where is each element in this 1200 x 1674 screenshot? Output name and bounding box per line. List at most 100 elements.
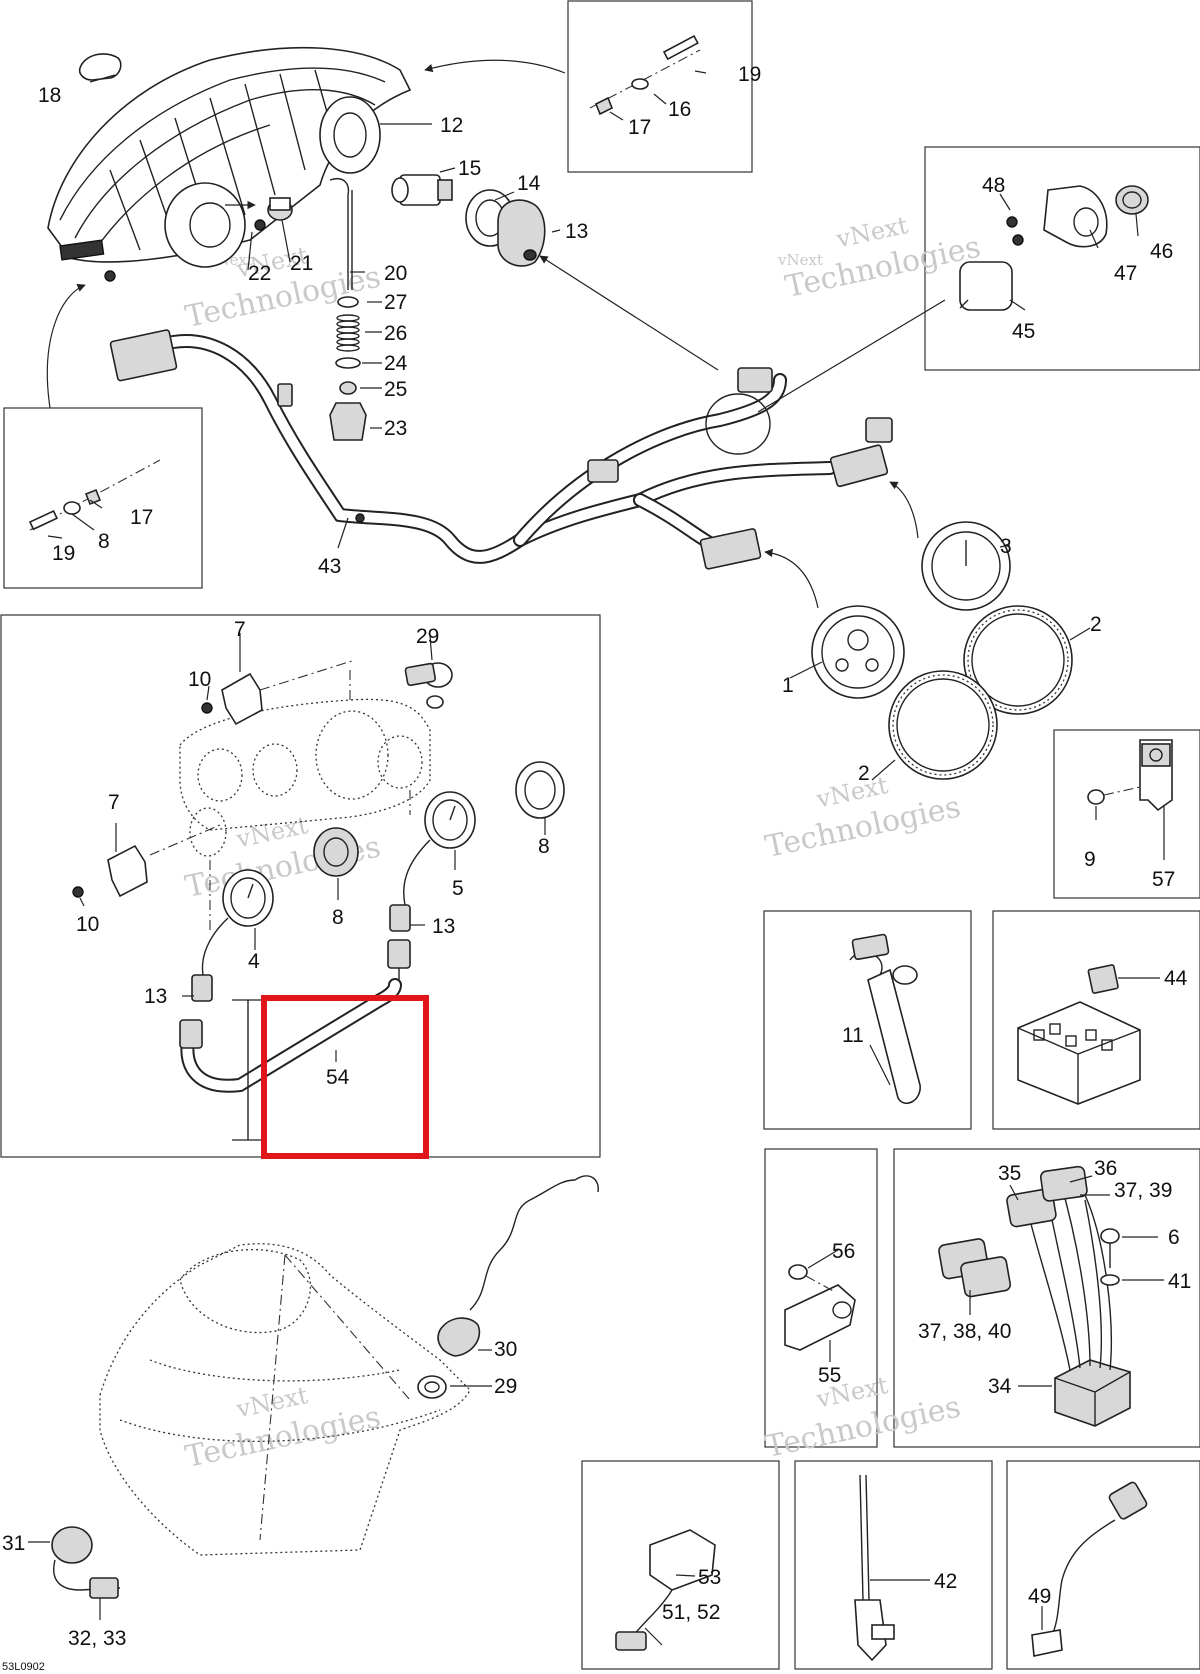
callout-48: 48: [982, 174, 1005, 197]
nut-10-lower: [72, 886, 84, 898]
callout-18: 18: [38, 84, 61, 107]
callout-2: 2: [858, 762, 870, 785]
callout-16: 16: [668, 98, 691, 121]
callout-43: 43: [318, 555, 341, 578]
connector-36: [1039, 1165, 1088, 1202]
callout-7: 7: [108, 791, 120, 814]
inset-box-probe-42: [794, 1460, 993, 1670]
callout-45: 45: [1012, 320, 1035, 343]
watermark: vNext Technologies: [762, 1371, 963, 1465]
callout-23: 23: [384, 417, 407, 440]
callout-2: 2: [1090, 613, 1102, 636]
callout-29: 29: [416, 625, 439, 648]
callout-19: 19: [738, 63, 761, 86]
callout-8: 8: [98, 530, 110, 553]
callout-25: 25: [384, 378, 407, 401]
washer-41: [1100, 1274, 1120, 1286]
callout-13: 13: [432, 915, 455, 938]
inset-box-regulator-34: [893, 1148, 1200, 1448]
bracket-7-lower: [107, 844, 148, 898]
fuel-sender-11: [849, 933, 921, 1104]
voltage-regulator-34: [1029, 1179, 1131, 1427]
connector-37-38-40: [938, 1238, 1012, 1298]
adjuster-stack: [329, 178, 367, 441]
fuse-box-44: [1017, 1001, 1141, 1105]
callout-47: 47: [1114, 262, 1137, 285]
gauge-4: [191, 869, 274, 1002]
callout-27: 27: [384, 291, 407, 314]
inset-box-relay-45: [924, 146, 1200, 371]
callout-24: 24: [384, 352, 408, 375]
callout-41: 41: [1168, 1270, 1191, 1293]
gauge-1: [811, 605, 905, 699]
screw-assembly-top: [589, 34, 701, 116]
callout-11: 11: [842, 1024, 864, 1047]
connector-13-right: [387, 939, 411, 990]
callout-29: 29: [494, 1375, 517, 1398]
callout-1: 1: [782, 674, 794, 697]
ring-46: [1115, 185, 1149, 215]
inset-box-gauge-cluster: [0, 614, 601, 1158]
wiring-harness-43: [109, 329, 893, 570]
callout-20: 20: [384, 262, 407, 285]
callout-49: 49: [1028, 1585, 1051, 1608]
inset-box-bracket-57: [1053, 729, 1200, 899]
callout-37-38-40: 37, 38, 40: [918, 1320, 1011, 1343]
rubber-boot-13: [497, 199, 546, 267]
switch-31: [51, 1526, 121, 1599]
callout-13: 13: [144, 985, 167, 1008]
leader-lines: [28, 59, 1165, 1646]
watermark: vNext Technologies: [182, 1381, 383, 1475]
inset-box-sensor-53: [581, 1460, 780, 1670]
wire-harness-54: [179, 978, 402, 1141]
screw-9: [1087, 786, 1141, 805]
inset-box-bracket-55: [764, 1148, 878, 1448]
callout-34: 34: [988, 1375, 1012, 1398]
bezel-ring-2-upper: [963, 605, 1073, 715]
callout-35: 35: [998, 1162, 1021, 1185]
callout-6: 6: [1168, 1226, 1180, 1249]
dashed-guides: [149, 659, 411, 930]
bracket-55: [784, 1284, 856, 1351]
sensor-49: [1031, 1481, 1148, 1657]
callout-14: 14: [517, 172, 541, 195]
watermark-small: vNext: [777, 251, 823, 269]
callout-labels: 19 16 17 18 12 15 14 13 21 22 20 27 26 2…: [2, 63, 1191, 1673]
highlight-box-part-54: [261, 995, 429, 1159]
callout-57: 57: [1152, 868, 1175, 891]
screws-48: [1006, 216, 1024, 246]
callout-56: 56: [832, 1240, 855, 1263]
bracket-47: [1043, 185, 1108, 248]
callout-15: 15: [458, 157, 481, 180]
inset-box-sensor-49: [1006, 1460, 1200, 1670]
callout-55: 55: [818, 1364, 841, 1387]
ring-29-lower: [417, 1375, 447, 1399]
callout-31: 31: [2, 1532, 25, 1555]
sensor-53: [615, 1529, 716, 1651]
callout-13: 13: [565, 220, 588, 243]
bracket-7-upper: [221, 672, 263, 726]
screw-assembly-left: [28, 459, 161, 531]
callout-4: 4: [248, 950, 260, 973]
headlight-housing: [47, 46, 412, 282]
bezel-ring-8-center: [313, 827, 359, 877]
relay-44: [1087, 964, 1119, 994]
gauge-3: [921, 521, 1011, 611]
callout-12: 12: [440, 114, 463, 137]
callout-19: 19: [52, 542, 75, 565]
callout-21: 21: [290, 252, 313, 275]
callout-26: 26: [384, 322, 407, 345]
callout-17: 17: [628, 116, 651, 139]
screw-6: [1100, 1228, 1120, 1268]
callout-37-39: 37, 39: [1114, 1179, 1172, 1202]
callout-44: 44: [1164, 967, 1188, 990]
screw-21-22: [254, 197, 293, 231]
callout-32-33: 32, 33: [68, 1627, 126, 1650]
inset-box-fuse-box-44: [992, 910, 1200, 1130]
bracket-57: [1139, 739, 1173, 812]
callout-10: 10: [188, 668, 211, 691]
callout-8: 8: [538, 835, 550, 858]
callout-7: 7: [234, 618, 246, 641]
inset-box-fuel-sender-11: [763, 910, 972, 1130]
